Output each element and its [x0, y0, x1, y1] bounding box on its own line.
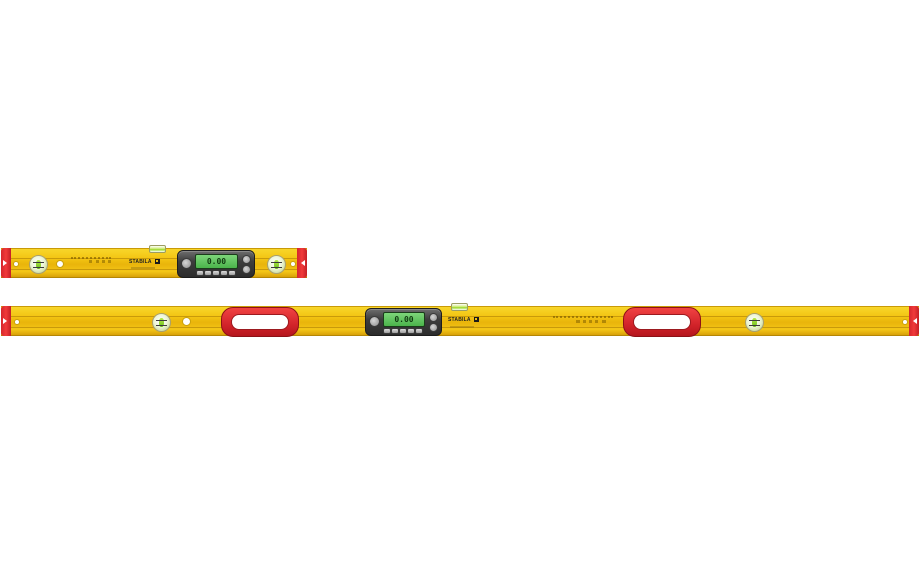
left-end-cap-icon	[1, 248, 11, 278]
right-carry-handle-icon[interactable]	[623, 307, 701, 337]
hang-hole	[182, 317, 191, 326]
mode-key[interactable]	[399, 328, 407, 334]
fine-print	[131, 267, 155, 269]
plumb-vial-icon	[29, 255, 48, 274]
fine-print	[450, 326, 474, 328]
left-end-cap-icon	[1, 306, 11, 336]
mode-key[interactable]	[391, 328, 399, 334]
level-groove	[11, 269, 297, 270]
mode-key[interactable]	[415, 328, 423, 334]
display-reading: 0.00	[206, 257, 227, 266]
light-button[interactable]	[242, 265, 251, 274]
hang-hole	[902, 319, 908, 325]
mode-key[interactable]	[204, 270, 212, 276]
level-vial-icon	[451, 303, 468, 311]
digital-display-module: 0.00	[365, 308, 442, 336]
mode-key[interactable]	[220, 270, 228, 276]
spec-print	[89, 260, 111, 268]
on-off-button[interactable]	[369, 316, 380, 327]
spec-print	[553, 316, 613, 328]
light-button[interactable]	[429, 323, 438, 332]
long-spirit-level: 0.00 STABILA	[1, 303, 919, 337]
brand-text: STABILA	[129, 259, 152, 265]
lcd-display-icon: 0.00	[195, 254, 238, 269]
hang-hole	[56, 260, 64, 268]
mode-key[interactable]	[383, 328, 391, 334]
plumb-vial-icon	[745, 313, 764, 332]
spec-print	[576, 320, 606, 328]
digital-display-module: 0.00	[177, 250, 255, 278]
lcd-display-icon: 0.00	[383, 312, 425, 327]
plumb-vial-icon	[267, 255, 286, 274]
short-spirit-level: STABILA 0.00	[1, 245, 307, 278]
spec-print	[71, 257, 111, 269]
mode-key[interactable]	[212, 270, 220, 276]
mode-key[interactable]	[228, 270, 236, 276]
right-end-cap-icon	[297, 248, 307, 278]
level-vial-icon	[149, 245, 166, 253]
mode-key[interactable]	[407, 328, 415, 334]
on-off-button[interactable]	[181, 258, 192, 269]
left-carry-handle-icon[interactable]	[221, 307, 299, 337]
level-groove	[11, 258, 297, 259]
mode-key[interactable]	[196, 270, 204, 276]
right-end-cap-icon	[909, 306, 919, 336]
hang-hole	[13, 261, 19, 267]
brand-logo: STABILA	[448, 317, 480, 323]
hang-hole	[290, 261, 296, 267]
brand-logo: STABILA	[129, 259, 161, 265]
level-groove	[11, 316, 909, 317]
hang-hole	[14, 319, 20, 325]
brand-text: STABILA	[448, 317, 471, 323]
plumb-vial-icon	[152, 313, 171, 332]
hold-button[interactable]	[242, 255, 251, 264]
display-reading: 0.00	[394, 315, 414, 324]
hold-button[interactable]	[429, 313, 438, 322]
